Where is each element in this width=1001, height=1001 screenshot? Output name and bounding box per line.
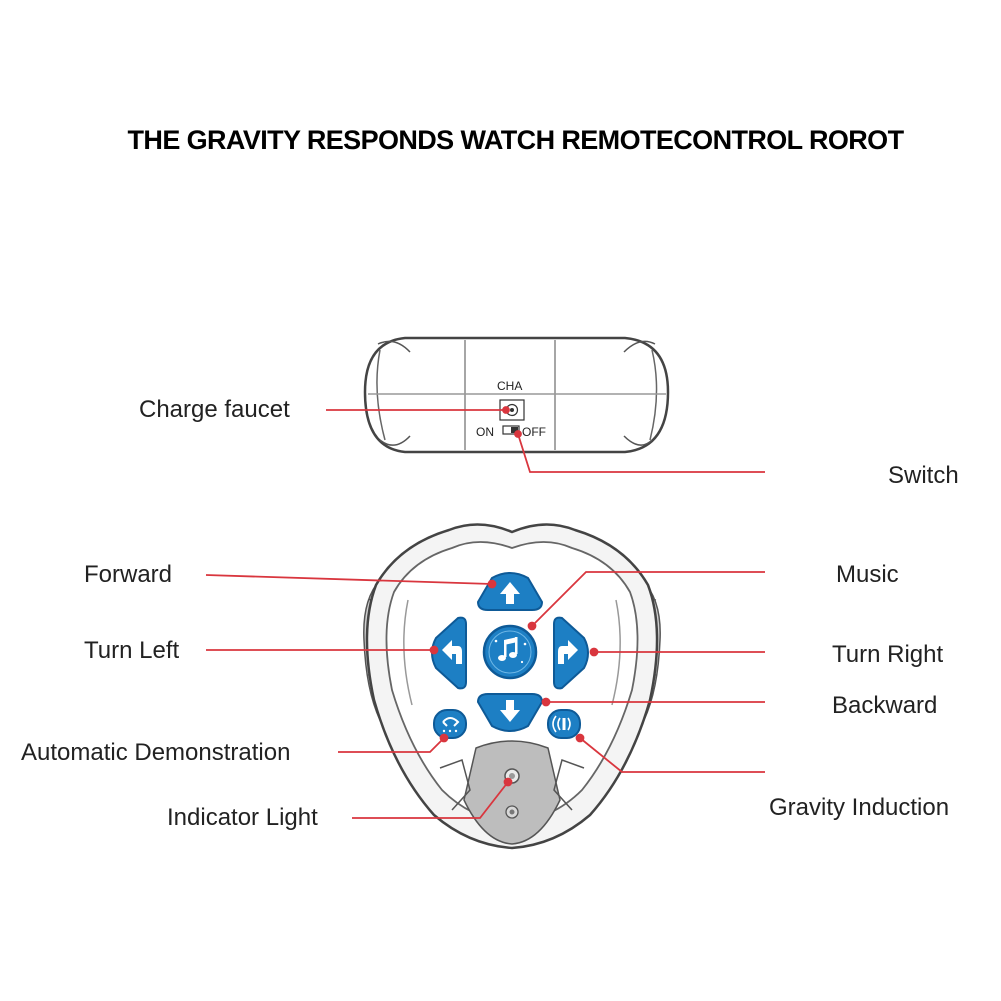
forward-label: Forward bbox=[84, 561, 173, 588]
gravity-wave-icon bbox=[552, 715, 571, 733]
watch-front-view bbox=[363, 523, 661, 850]
arrow-down-icon bbox=[500, 700, 520, 722]
music-button[interactable] bbox=[482, 624, 538, 680]
cha-label: CHA bbox=[497, 379, 522, 393]
charge-faucet-label: Charge faucet bbox=[139, 396, 290, 423]
leader-lines bbox=[205, 406, 765, 819]
loop-icon bbox=[442, 717, 460, 727]
turn-left-label: Turn Left bbox=[84, 637, 180, 664]
watch-top-view: CHA ON OFF bbox=[363, 336, 670, 454]
switch-label: Switch bbox=[888, 462, 959, 489]
gravity-induction-label: Gravity Induction bbox=[769, 794, 950, 821]
gravity-induction-button[interactable] bbox=[547, 709, 581, 739]
arrow-up-icon bbox=[500, 582, 520, 604]
auto-demo-button[interactable] bbox=[433, 709, 467, 739]
turn-left-arrow-icon bbox=[442, 640, 462, 664]
page-title: THE GRAVITY RESPONDS WATCH REMOTECONTROL… bbox=[127, 125, 905, 155]
turn-right-label: Turn Right bbox=[832, 641, 944, 668]
switch-off-label: OFF bbox=[522, 425, 546, 439]
switch-on-label: ON bbox=[476, 425, 494, 439]
music-note-icon bbox=[494, 637, 527, 664]
music-label: Music bbox=[836, 561, 899, 588]
backward-label: Backward bbox=[832, 692, 938, 719]
turn-left-button[interactable] bbox=[431, 616, 467, 690]
automatic-demonstration-label: Automatic Demonstration bbox=[21, 739, 291, 766]
turn-right-arrow-icon bbox=[558, 640, 578, 664]
turn-right-button[interactable] bbox=[553, 616, 589, 690]
backward-button[interactable] bbox=[476, 693, 544, 732]
indicator-light-label: Indicator Light bbox=[167, 804, 318, 831]
